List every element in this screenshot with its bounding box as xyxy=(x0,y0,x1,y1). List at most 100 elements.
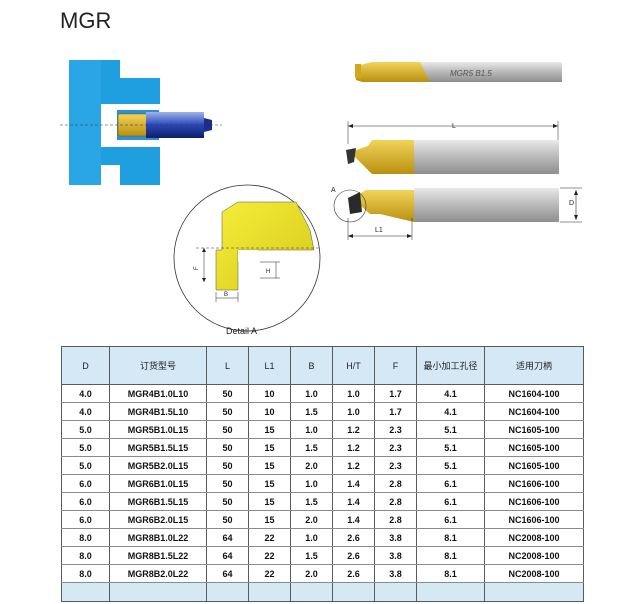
table-cell: 4.1 xyxy=(416,384,485,403)
table-cell: 6.1 xyxy=(416,510,485,529)
table-cell: MGR8B1.5L22 xyxy=(109,546,207,565)
table-cell: 15 xyxy=(248,456,291,475)
table-cell: 8.0 xyxy=(61,564,110,583)
table-cell: 2.0 xyxy=(290,564,333,583)
table-cell: MGR5B1.5L15 xyxy=(109,438,207,457)
table-cell: NC1606-100 xyxy=(484,492,584,511)
col-header: 适用刀柄 xyxy=(484,346,584,385)
table-cell: NC2008-100 xyxy=(484,564,584,583)
dim-l-label: L xyxy=(452,123,456,130)
table-cell: MGR6B2.0L15 xyxy=(109,510,207,529)
table-cell: 1.4 xyxy=(332,492,375,511)
table-cell: NC2008-100 xyxy=(484,546,584,565)
dim-h-label: H xyxy=(266,269,270,275)
tool-photo: MGR5 B1.5 xyxy=(355,62,562,82)
page-title: MGR xyxy=(60,8,112,33)
table-cell: 22 xyxy=(248,564,291,583)
table-cell: 15 xyxy=(248,420,291,439)
table-cell: NC1604-100 xyxy=(484,384,584,403)
col-header: 订货型号 xyxy=(109,346,207,385)
dim-f-label: F xyxy=(194,266,200,270)
table-cell: 1.4 xyxy=(332,510,375,529)
table-cell: 50 xyxy=(206,402,249,421)
table-cell: 64 xyxy=(206,564,249,583)
table-cell: NC1606-100 xyxy=(484,474,584,493)
table-cell: 2.3 xyxy=(374,438,417,457)
spec-table-header: D 订货型号 L L1 B H/T F 最小加工孔径 适用刀柄 xyxy=(61,346,584,385)
table-cell: NC2008-100 xyxy=(484,528,584,547)
dim-l1-label: L1 xyxy=(375,227,383,234)
table-cell: 1.7 xyxy=(374,384,417,403)
table-cell: 2.8 xyxy=(374,510,417,529)
col-header: D xyxy=(61,346,110,385)
table-cell: 6.0 xyxy=(61,510,110,529)
table-cell xyxy=(374,582,417,602)
table-cell: 8.0 xyxy=(61,528,110,547)
table-cell: 1.0 xyxy=(290,528,333,547)
table-cell: 2.0 xyxy=(290,456,333,475)
table-cell: 1.7 xyxy=(374,402,417,421)
table-cell: 5.0 xyxy=(61,456,110,475)
table-cell xyxy=(206,582,249,602)
table-cell: MGR5B2.0L15 xyxy=(109,456,207,475)
table-cell: 1.4 xyxy=(332,474,375,493)
table-cell: 3.8 xyxy=(374,546,417,565)
table-cell: 50 xyxy=(206,474,249,493)
table-cell: 1.2 xyxy=(332,456,375,475)
table-cell: 8.0 xyxy=(61,546,110,565)
table-cell: 2.8 xyxy=(374,474,417,493)
marker-a: A xyxy=(331,187,336,194)
table-cell: MGR8B2.0L22 xyxy=(109,564,207,583)
table-cell: 3.8 xyxy=(374,564,417,583)
table-cell: 1.2 xyxy=(332,438,375,457)
table-cell: 50 xyxy=(206,456,249,475)
tool-drawings: MGR5 B1.5 L A L1 D F xyxy=(60,60,582,332)
table-cell: NC1605-100 xyxy=(484,438,584,457)
table-cell: 6.0 xyxy=(61,492,110,511)
table-cell: 5.1 xyxy=(416,456,485,475)
table-cell: 5.0 xyxy=(61,420,110,439)
table-cell: MGR6B1.0L15 xyxy=(109,474,207,493)
table-cell: 1.0 xyxy=(290,384,333,403)
table-cell xyxy=(290,582,333,602)
table-cell xyxy=(248,582,291,602)
table-cell: 4.0 xyxy=(61,384,110,403)
workpiece-section xyxy=(60,60,222,185)
table-cell: 1.0 xyxy=(290,474,333,493)
table-empty-row xyxy=(61,582,584,602)
table-cell: 4.1 xyxy=(416,402,485,421)
table-cell: 5.1 xyxy=(416,420,485,439)
table-cell: 10 xyxy=(248,384,291,403)
table-cell: NC1604-100 xyxy=(484,402,584,421)
col-header: B xyxy=(290,346,333,385)
dim-b-label: B xyxy=(224,292,228,298)
table-cell: 5.1 xyxy=(416,438,485,457)
table-cell: 15 xyxy=(248,492,291,511)
table-cell: 50 xyxy=(206,438,249,457)
table-cell: 2.3 xyxy=(374,420,417,439)
detail-a-view: F H B xyxy=(173,184,321,332)
table-cell xyxy=(416,582,485,602)
table-cell: 1.0 xyxy=(332,402,375,421)
table-cell xyxy=(484,582,584,602)
table-cell: 4.0 xyxy=(61,402,110,421)
table-cell xyxy=(332,582,375,602)
table-cell: 15 xyxy=(248,510,291,529)
table-cell: 2.0 xyxy=(290,510,333,529)
col-header: F xyxy=(374,346,417,385)
table-cell: MGR6B1.5L15 xyxy=(109,492,207,511)
table-cell: 50 xyxy=(206,420,249,439)
table-cell: 5.0 xyxy=(61,438,110,457)
table-cell: 1.5 xyxy=(290,402,333,421)
table-cell: 64 xyxy=(206,528,249,547)
col-header: L1 xyxy=(248,346,291,385)
table-cell: 15 xyxy=(248,474,291,493)
